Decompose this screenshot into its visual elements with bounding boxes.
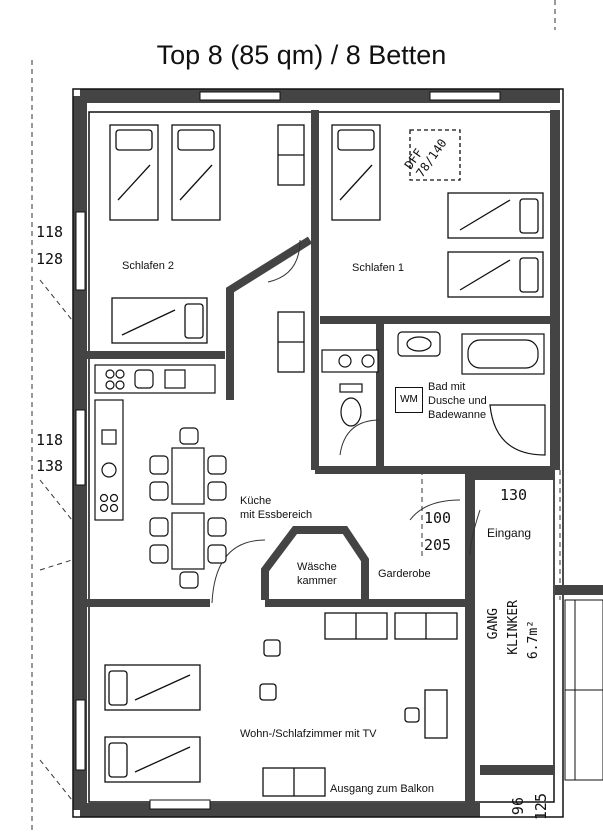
door-swings: [211, 239, 481, 604]
dim-130: 130: [500, 486, 528, 504]
room-label-kueche-1: Küche: [240, 495, 272, 507]
plan-title: Top 8 (85 qm) / 8 Betten: [156, 40, 447, 70]
dining-tables: [149, 427, 227, 589]
room-label-bad-3: Badewanne: [428, 409, 487, 421]
gang-label-2: KLINKER: [506, 600, 521, 655]
interior-walls: [85, 110, 555, 607]
washing-machine-label: WM: [395, 387, 423, 413]
room-label-wohn: Wohn-/Schlafzimmer mit TV: [240, 728, 377, 740]
bathroom-fixtures: [321, 331, 546, 456]
dashed-outline: [31, 0, 561, 830]
kitchen-counters: [94, 364, 216, 521]
dim-100: 100: [424, 509, 452, 527]
dim-138: 138: [36, 457, 64, 475]
right-walls: [465, 110, 603, 810]
gang-label-3: 6.7m²: [526, 620, 541, 660]
schlafen2-beds: [109, 124, 305, 344]
dim-128: 128: [36, 250, 64, 268]
living-room-furniture: [104, 612, 458, 797]
dim-96: 96: [509, 797, 527, 816]
dim-118-upper: 118: [36, 223, 64, 241]
room-label-bad-2: Dusche und: [428, 395, 487, 407]
room-label-balkon: Ausgang zum Balkon: [330, 783, 434, 795]
gang-label-1: GANG: [486, 608, 501, 640]
room-label-kueche-2: mit Essbereich: [240, 509, 313, 521]
dim-125: 125: [532, 793, 550, 821]
dim-205: 205: [424, 536, 452, 554]
room-label-schlafen2: Schlafen 2: [122, 260, 174, 272]
exterior-railing: [564, 599, 603, 781]
room-label-waesche-2: kammer: [297, 575, 337, 587]
schlafen1-beds: [277, 124, 544, 373]
room-label-garderobe: Garderobe: [378, 568, 431, 580]
room-label-schlafen1: Schlafen 1: [352, 262, 404, 274]
dim-118-lower: 118: [36, 431, 64, 449]
windows: [75, 91, 501, 810]
room-label-bad-1: Bad mit: [428, 381, 466, 393]
room-label-eingang: Eingang: [487, 526, 532, 540]
room-label-waesche-1: Wäsche: [297, 561, 337, 573]
